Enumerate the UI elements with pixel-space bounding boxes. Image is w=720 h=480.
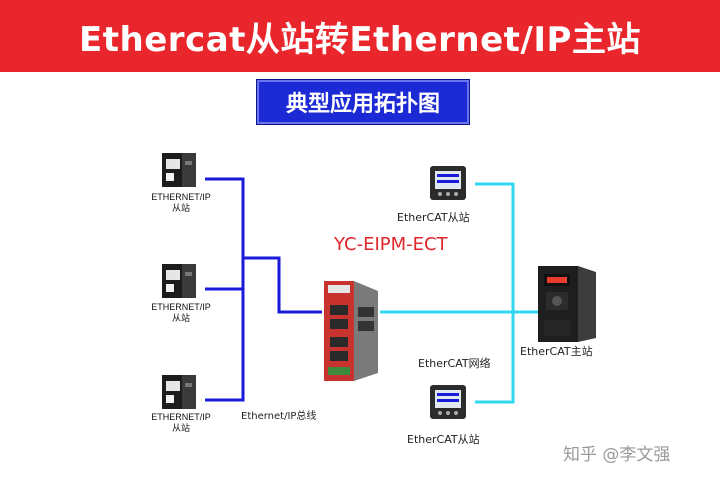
ethernet-ip-gateway-link — [243, 256, 322, 314]
ethercat-network-lines — [380, 182, 548, 404]
watermark: 知乎 @李文强 — [563, 445, 671, 465]
title-banner: Ethercat从站转Ethernet/IP主站 — [0, 0, 720, 72]
meter-icon — [430, 166, 466, 200]
ethernet-ip-slave-label: ETHERNET/IP 从站 — [145, 192, 217, 214]
ethernet-ip-slave-device — [158, 373, 202, 413]
ethernet-ip-slave-label-line1: ETHERNET/IP — [151, 302, 211, 312]
ethernet-ip-slave-label: ETHERNET/IP 从站 — [145, 302, 217, 324]
ethercat-master-label: EtherCAT主站 — [520, 345, 593, 358]
subtitle-box: 典型应用拓扑图 — [257, 80, 469, 124]
ethernet-ip-slave-label-line2: 从站 — [171, 203, 190, 213]
ethernet-ip-slave-label-line2: 从站 — [171, 423, 190, 433]
ethercat-master-device — [536, 262, 600, 344]
ethernet-ip-slave-label-line1: ETHERNET/IP — [151, 412, 211, 422]
meter-icon — [430, 385, 466, 419]
gateway-device — [322, 277, 382, 383]
ethercat-slave-bottom-label: EtherCAT从站 — [407, 433, 480, 446]
ethernet-ip-device-icon — [162, 375, 196, 409]
ethercat-slave-top-label: EtherCAT从站 — [397, 211, 470, 224]
ethernet-ip-slave-label-line1: ETHERNET/IP — [151, 192, 211, 202]
ethernet-ip-bus-lines — [205, 177, 322, 402]
ethernet-ip-slave-device — [158, 262, 202, 302]
gateway-icon — [324, 281, 378, 381]
ethercat-slave-meter — [428, 383, 468, 421]
ethernet-ip-device-icon — [162, 153, 196, 187]
ethercat-slave-meter — [428, 164, 468, 202]
ethernet-ip-bus-label: Ethernet/IP总线 — [241, 411, 317, 422]
gateway-model-label: YC-EIPM-ECT — [334, 234, 448, 255]
ethernet-ip-slave-label-line2: 从站 — [171, 313, 190, 323]
drive-icon — [538, 266, 596, 342]
ethernet-ip-device-icon — [162, 264, 196, 298]
ethernet-ip-slave-label: ETHERNET/IP 从站 — [145, 412, 217, 434]
ethercat-trunk-line — [475, 182, 515, 404]
ethercat-network-label: EtherCAT网络 — [418, 357, 491, 370]
page-title: Ethercat从站转Ethernet/IP主站 — [79, 19, 641, 60]
diagram-subtitle: 典型应用拓扑图 — [285, 92, 440, 117]
ethernet-ip-slave-device — [158, 151, 202, 191]
